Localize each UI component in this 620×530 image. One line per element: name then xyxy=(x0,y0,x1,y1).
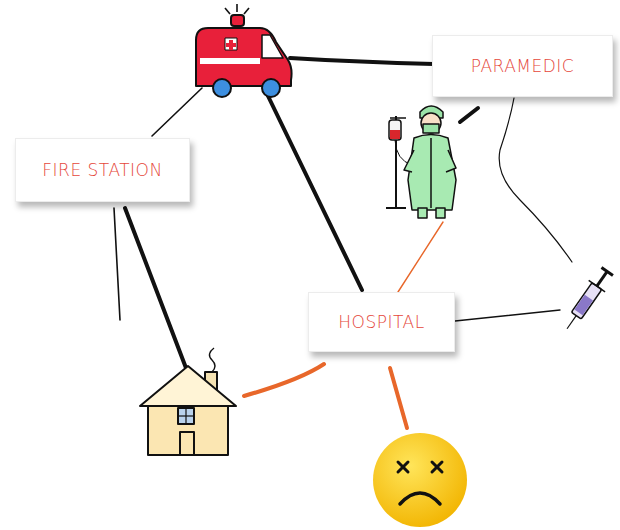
label-box: PARAMEDIC xyxy=(432,35,613,97)
orange-line xyxy=(244,364,324,396)
thick-line xyxy=(290,58,434,64)
node-label: HOSPITAL xyxy=(338,312,424,332)
thick-line xyxy=(460,108,478,122)
orange-line xyxy=(390,368,407,428)
thin-line xyxy=(455,310,560,321)
dead-face-emoji xyxy=(373,433,467,527)
syringe-icon xyxy=(559,266,616,335)
orange-line xyxy=(398,222,443,292)
thin-line xyxy=(152,88,202,136)
house-icon xyxy=(140,348,236,455)
node-label: PARAMEDIC xyxy=(471,56,574,76)
thin-line xyxy=(499,98,572,262)
thick-line xyxy=(268,96,362,290)
label-box: FIRE STATION xyxy=(15,138,190,202)
ambulance-icon xyxy=(196,4,292,97)
thin-line xyxy=(114,208,120,320)
label-box: HOSPITAL xyxy=(308,292,455,352)
node-label: FIRE STATION xyxy=(42,160,162,180)
doctor-icon xyxy=(386,106,456,218)
thick-line xyxy=(125,208,186,368)
